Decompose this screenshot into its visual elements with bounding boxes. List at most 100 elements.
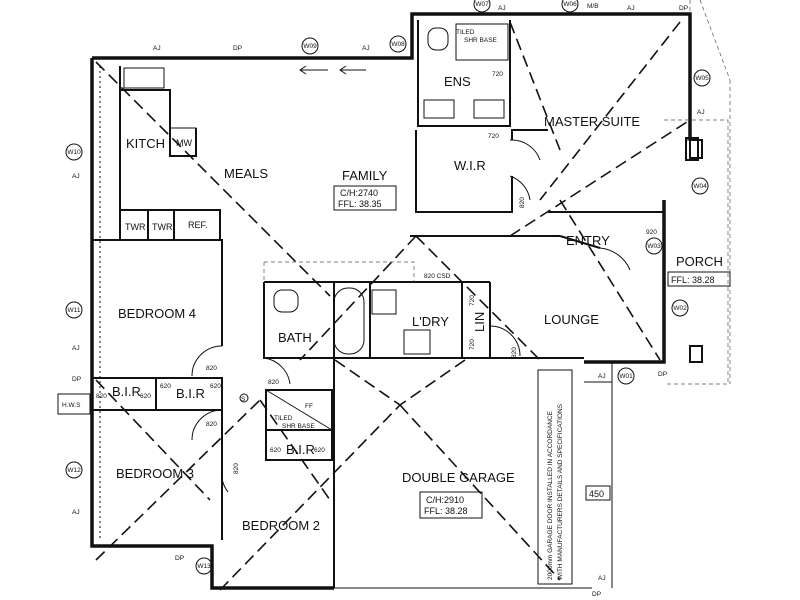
plan-box xyxy=(473,99,505,119)
plan-label: DP xyxy=(72,376,81,383)
plan-label: ENS xyxy=(444,74,471,89)
plan-label: TILED xyxy=(274,415,293,422)
plan-label: TILED xyxy=(456,29,475,36)
plan-box xyxy=(57,393,91,415)
plan-label: 620 xyxy=(160,383,171,390)
plan-line xyxy=(399,359,466,406)
plan-box xyxy=(419,491,483,519)
plan-label: WITH MANUFACTURERS DETAILS AND SPECIFICA… xyxy=(557,403,564,580)
w11-tag: W11 xyxy=(65,301,83,319)
plan-label: B.I.R xyxy=(112,384,141,399)
plan-label: 820 xyxy=(206,365,217,372)
plan-line xyxy=(699,0,731,81)
plan-label: KITCH xyxy=(126,136,165,151)
plan-label: B.I.R xyxy=(176,386,205,401)
plan-label: 620 xyxy=(210,383,221,390)
plan-label: AJ xyxy=(598,575,606,582)
door-swing-arc xyxy=(191,409,223,441)
interior-walls xyxy=(91,20,664,588)
plan-line xyxy=(559,199,661,361)
plan-label: W12 xyxy=(67,467,81,474)
plan-wall-line xyxy=(417,20,511,127)
family-info-box: C/H:2740 FFL: 38.35 xyxy=(333,185,397,211)
w13-tag: W13 xyxy=(195,557,213,575)
plan-label: W11 xyxy=(68,307,81,314)
plan-circle xyxy=(301,37,319,55)
plan-label: C/H:2740 xyxy=(340,188,378,198)
plan-circle xyxy=(561,0,579,13)
plan-box xyxy=(403,329,431,355)
plan-label: 820 xyxy=(519,197,526,208)
plan-label: AJ xyxy=(72,345,80,352)
room-labels: KITCH MEALS FAMILY ENS MASTER SUITE W.I.… xyxy=(112,74,723,533)
plan-circle xyxy=(65,461,83,479)
hws-unit: H.W.S xyxy=(57,393,91,415)
plan-label: 820 xyxy=(233,463,240,474)
plan-label: 2000mm GARAGE DOOR INSTALLED IN ACCORDAN… xyxy=(547,410,554,580)
window-tags: W07 W06 W09 W08 W05 W10 W04 W03 W11 W02 … xyxy=(65,0,711,575)
plan-label: SHR BASE xyxy=(464,37,498,44)
plan-line xyxy=(219,404,401,591)
plan-label: DP xyxy=(679,5,688,12)
plan-label: DP xyxy=(233,45,242,52)
plan-circle xyxy=(473,0,491,13)
door-swing-arc xyxy=(191,345,223,377)
plan-label: MEALS xyxy=(224,166,268,181)
plan-label: W03 xyxy=(647,243,661,250)
plan-circle xyxy=(389,35,407,53)
w06-tag: W06 xyxy=(561,0,579,13)
plan-wall-line xyxy=(263,282,335,359)
plan-line xyxy=(539,21,681,201)
plan-box xyxy=(333,287,365,355)
plan-box xyxy=(667,271,731,287)
plan-box xyxy=(427,27,449,51)
plan-box xyxy=(273,289,299,313)
plan-box xyxy=(123,67,165,89)
plan-label: FFL: 38.28 xyxy=(424,506,468,516)
door-swing-arc xyxy=(263,357,291,385)
plan-circle xyxy=(617,367,635,385)
plan-label: 720 xyxy=(469,339,476,350)
plan-label: W09 xyxy=(303,43,317,50)
plan-label: TWR xyxy=(125,222,146,232)
plan-label: W06 xyxy=(563,1,577,8)
plan-label: L'DRY xyxy=(412,314,449,329)
plan-label: FF xyxy=(305,403,313,410)
plan-box xyxy=(333,185,397,211)
plan-label: BEDROOM 4 xyxy=(118,306,196,321)
plan-box xyxy=(689,345,703,363)
door-swing-arc xyxy=(599,247,631,271)
w12-tag: W12 xyxy=(65,461,83,479)
w03-tag: W03 xyxy=(645,237,663,255)
plan-wall-line xyxy=(511,129,548,140)
plan-label: W04 xyxy=(693,183,707,190)
plan-circle xyxy=(195,557,213,575)
plan-line xyxy=(415,235,541,361)
dimension-labels: 720 720 820 920 820 CSD 720 720 820 820 … xyxy=(96,71,657,501)
plan-label: DOUBLE GARAGE xyxy=(402,470,515,485)
garage-info-box: C/H:2910 FFL: 38.28 xyxy=(419,491,483,519)
plan-label: 620 xyxy=(314,447,325,454)
plan-circle xyxy=(671,299,689,317)
plan-label: W13 xyxy=(197,563,211,570)
plan-wall-line xyxy=(299,65,307,75)
roof-hip-lines xyxy=(95,21,691,591)
plan-label: 820 xyxy=(511,347,518,358)
plan-label: 620 xyxy=(140,393,151,400)
plan-label: 820 xyxy=(268,379,279,386)
plan-label: 720 xyxy=(469,295,476,306)
plan-box xyxy=(265,429,333,461)
garage-door-note: 2000mm GARAGE DOOR INSTALLED IN ACCORDAN… xyxy=(537,369,573,585)
plan-circle xyxy=(645,237,663,255)
door-swing-arc xyxy=(509,139,541,161)
sliding-door-arrows xyxy=(299,65,366,75)
fixture-labels: MW TWR TWR REF. xyxy=(125,138,208,232)
plan-label: DP xyxy=(175,555,184,562)
plan-label: W10 xyxy=(67,149,81,156)
plan-label: AJ xyxy=(598,373,606,380)
plan-label: FFL: 38.28 xyxy=(671,275,715,285)
plan-line xyxy=(299,235,417,361)
plan-wall-line xyxy=(339,65,347,75)
plan-label: DP xyxy=(658,371,667,378)
